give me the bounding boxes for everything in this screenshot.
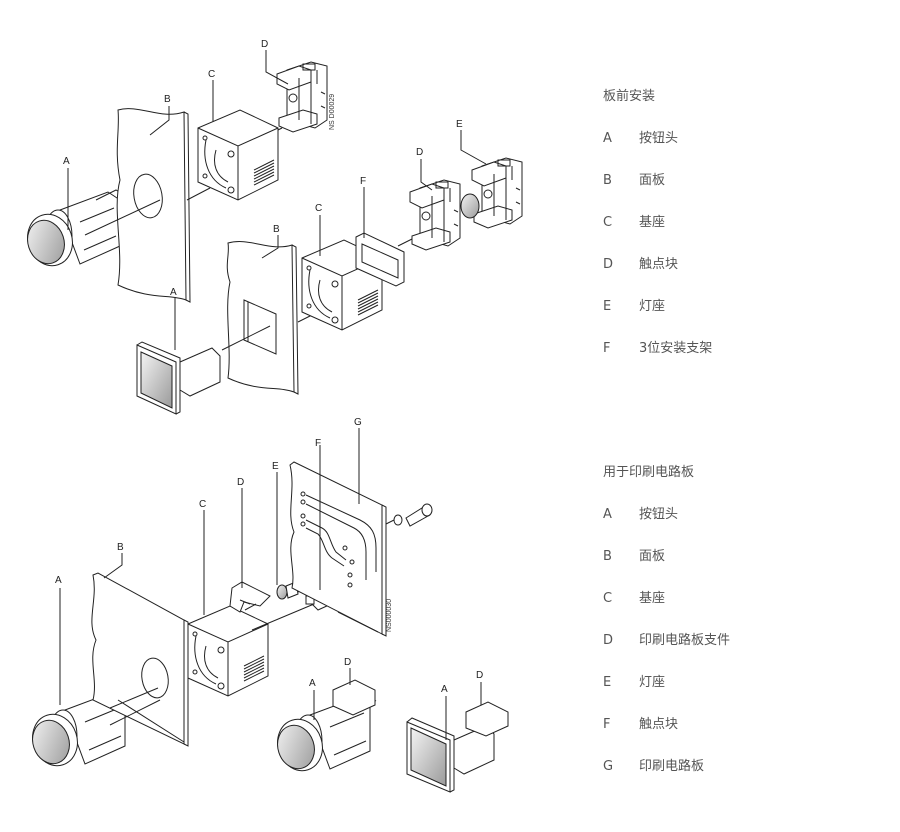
legend-item: G 印刷电路板 <box>603 757 730 777</box>
lamp-holder-part-e <box>460 157 523 229</box>
legend-letter: D <box>603 633 614 648</box>
legend-label: 印刷电路板支件 <box>639 633 731 648</box>
legend-letter: A <box>603 507 612 522</box>
legend-letter: E <box>603 675 612 690</box>
legend-label: 面板 <box>639 173 666 188</box>
legend-letter: C <box>603 215 613 230</box>
callout-d: D <box>261 39 268 50</box>
legend-letter: D <box>603 257 614 272</box>
pcb-variant-square: A D <box>406 670 509 793</box>
callout-c: C <box>208 69 215 80</box>
legend-title: 用于印刷电路板 <box>603 465 695 480</box>
legend-label: 印刷电路板 <box>639 759 705 774</box>
callout-b: B <box>164 94 171 105</box>
callout-a-variant-round: A <box>309 678 316 689</box>
legend-item: B 面板 <box>603 547 730 567</box>
legend-letter: G <box>603 759 614 774</box>
legend-pcb-mount: 用于印刷电路板 A 按钮头 B 面板 C 基座 D 印刷电路板支件 E 灯座 F 触点块 G… <box>603 463 730 799</box>
contact-block-part-d <box>276 61 328 133</box>
legend-item: A 按钮头 <box>603 129 712 149</box>
legend-label: 3位安装支架 <box>639 341 713 356</box>
contact-block-part-d-lower <box>409 179 461 251</box>
front-mount-lower-assembly: A B C F D E <box>136 119 523 415</box>
legend-letter: E <box>603 299 612 314</box>
callout-e-lower: E <box>456 119 463 130</box>
callout-a-pcb: A <box>55 575 62 586</box>
legend-item: D 触点块 <box>603 255 712 275</box>
legend-letter: B <box>603 549 612 564</box>
legend-label: 基座 <box>639 215 666 230</box>
legend-letter: B <box>603 173 612 188</box>
legend-item: F 触点块 <box>603 715 730 735</box>
pcb-variant-round: A D <box>270 657 377 778</box>
callout-c-lower: C <box>315 203 322 214</box>
callout-a: A <box>63 156 70 167</box>
legend-label: 面板 <box>639 549 666 564</box>
legend-item: E 灯座 <box>603 673 730 693</box>
drawing-code-pcb: NS000030 <box>386 599 393 632</box>
legend-title: 板前安装 <box>603 89 656 104</box>
legend-item: B 面板 <box>603 171 712 191</box>
callout-f-pcb: F <box>315 438 321 449</box>
callout-d-variant-round: D <box>344 657 351 668</box>
legend-label: 触点块 <box>639 257 679 272</box>
round-button-head-part-a <box>20 189 127 273</box>
legend-label: 灯座 <box>639 675 666 690</box>
base-part-c <box>197 109 279 201</box>
front-mount-upper-assembly: NS D00029 A B C D <box>20 39 336 303</box>
legend-item: C 基座 <box>603 213 712 233</box>
legend-label: 按钮头 <box>639 131 679 146</box>
legend-label: 按钮头 <box>639 507 679 522</box>
pcb-part-g <box>289 461 383 635</box>
drawing-code-front: NS D00029 <box>329 94 336 130</box>
exploded-assembly-diagram: NS D00029 A B C D A B C F D E <box>20 39 523 793</box>
legend-letter: F <box>603 341 611 356</box>
pcb-support-part-d <box>229 581 271 613</box>
legend-front-mount: 板前安装 A 按钮头 B 面板 C 基座 D 触点块 E 灯座 F 3位安装支架 <box>603 87 712 381</box>
panel-part-b-pcb <box>91 572 185 745</box>
pcb-mount-assembly: NS000030 A B C D E F G <box>25 417 433 773</box>
legend-label: 基座 <box>639 591 666 606</box>
callout-a-lower: A <box>170 287 177 298</box>
legend-letter: F <box>603 717 611 732</box>
legend-letter: C <box>603 591 613 606</box>
legend-item: C 基座 <box>603 589 730 609</box>
legend-item: A 按钮头 <box>603 505 730 525</box>
callout-d-lower: D <box>416 147 423 158</box>
legend-item: D 印刷电路板支件 <box>603 631 730 651</box>
callout-a-variant-square: A <box>441 684 448 695</box>
callout-d-variant-square: D <box>476 670 483 681</box>
panel-part-b-square <box>226 241 295 393</box>
legend-label: 触点块 <box>639 717 679 732</box>
callout-g-pcb: G <box>354 417 362 428</box>
screw <box>393 503 433 527</box>
callout-b-pcb: B <box>117 542 124 553</box>
callout-d-pcb: D <box>237 477 244 488</box>
legend-item: E 灯座 <box>603 297 712 317</box>
legend-item: F 3位安装支架 <box>603 339 712 359</box>
callout-c-pcb: C <box>199 499 206 510</box>
base-part-c-pcb <box>187 605 269 697</box>
callout-b-lower: B <box>273 224 280 235</box>
legend-label: 灯座 <box>639 299 666 314</box>
callout-e-pcb: E <box>272 461 279 472</box>
callout-f-lower: F <box>360 176 366 187</box>
legend-letter: A <box>603 131 612 146</box>
